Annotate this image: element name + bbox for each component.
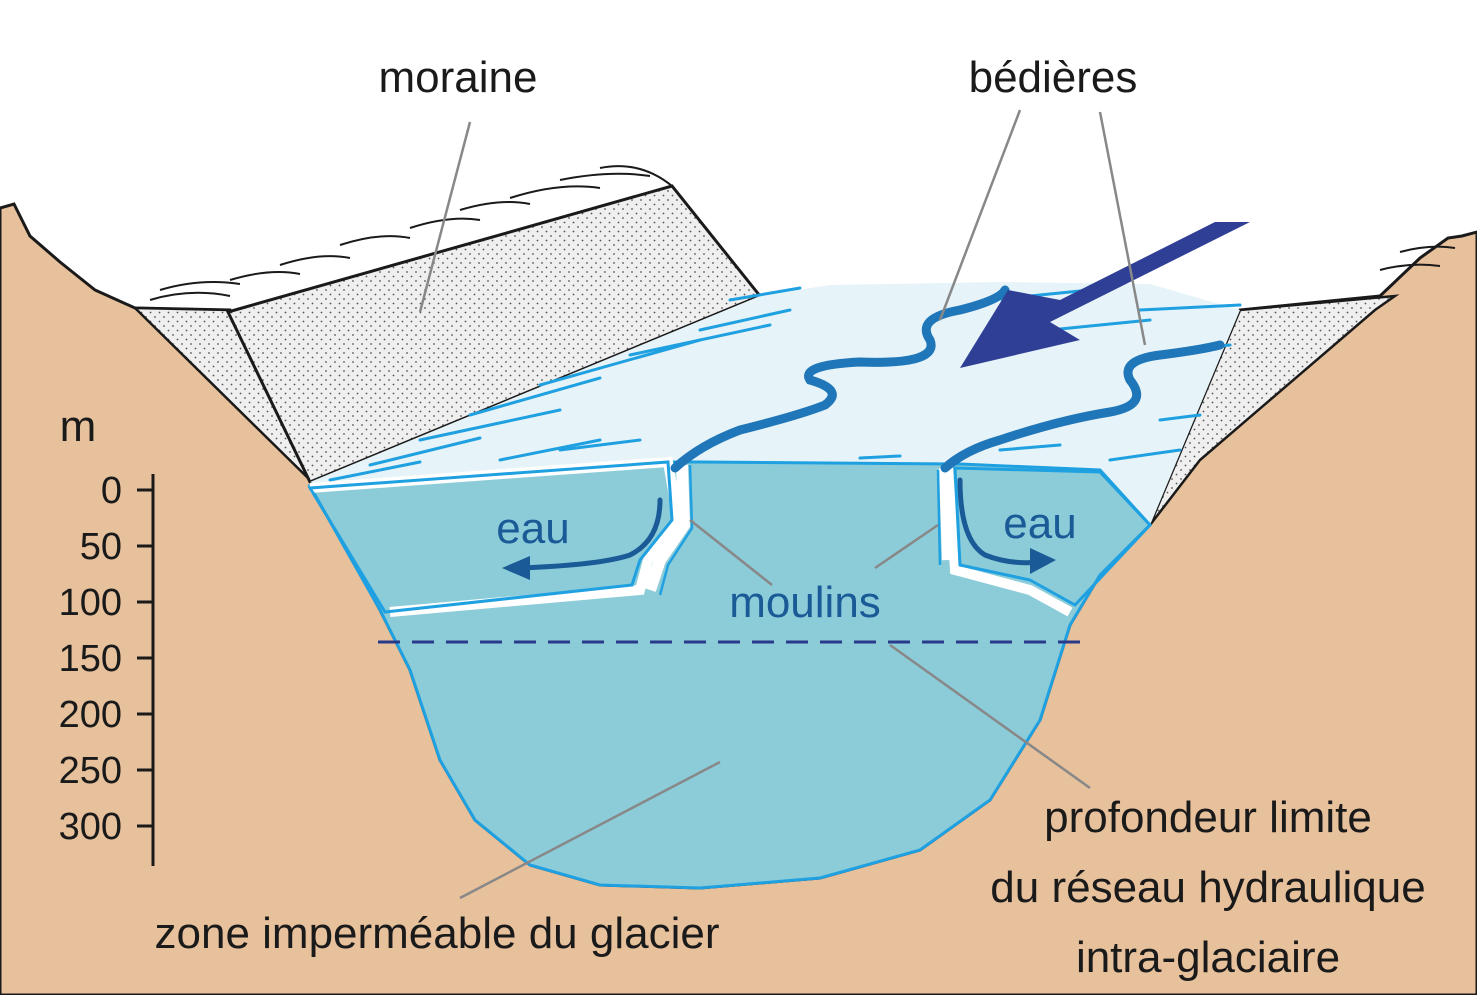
left-moulin-edge xyxy=(658,464,694,596)
depth-tick-200: 200 xyxy=(59,694,122,736)
right-bediere-stream xyxy=(940,340,1225,473)
left-pocket-outline xyxy=(307,460,674,614)
label-profondeur-line2: du réseau hydraulique xyxy=(990,863,1425,912)
label-eau-left: eau xyxy=(496,504,569,553)
left-moulin xyxy=(644,464,691,592)
right-pocket-outline xyxy=(953,466,1153,607)
left-water-arrowhead xyxy=(502,556,530,580)
label-bedieres: bédières xyxy=(969,53,1138,102)
right-water-arrowhead xyxy=(1030,548,1056,574)
depth-tick-300: 300 xyxy=(59,806,122,848)
right-moulin-edge xyxy=(936,469,942,566)
label-moulins: moulins xyxy=(729,578,881,627)
depth-tick-100: 100 xyxy=(59,582,122,624)
ice-flow-arrow xyxy=(960,222,1250,368)
depth-tick-250: 250 xyxy=(59,750,122,792)
depth-tick-50: 50 xyxy=(80,526,122,568)
crevasse-strokes xyxy=(328,286,1242,482)
depth-tick-150: 150 xyxy=(59,638,122,680)
label-eau-right: eau xyxy=(1003,499,1076,548)
depth-tick-0: 0 xyxy=(101,470,122,512)
right-moulin xyxy=(939,467,954,561)
moraine-surface-strokes xyxy=(149,165,1456,301)
depth-unit-label: m xyxy=(60,402,97,451)
depth-scale-ticks xyxy=(137,488,153,828)
label-profondeur-line1: profondeur limite xyxy=(1044,793,1372,842)
label-profondeur-line3: intra-glaciaire xyxy=(1076,933,1340,982)
left-bediere-stream xyxy=(670,285,1010,473)
label-moraine: moraine xyxy=(379,53,538,102)
water-flow-arrows xyxy=(517,477,1043,571)
leader-lines xyxy=(418,109,1147,900)
label-zone-impermeable: zone imperméable du glacier xyxy=(155,909,720,958)
